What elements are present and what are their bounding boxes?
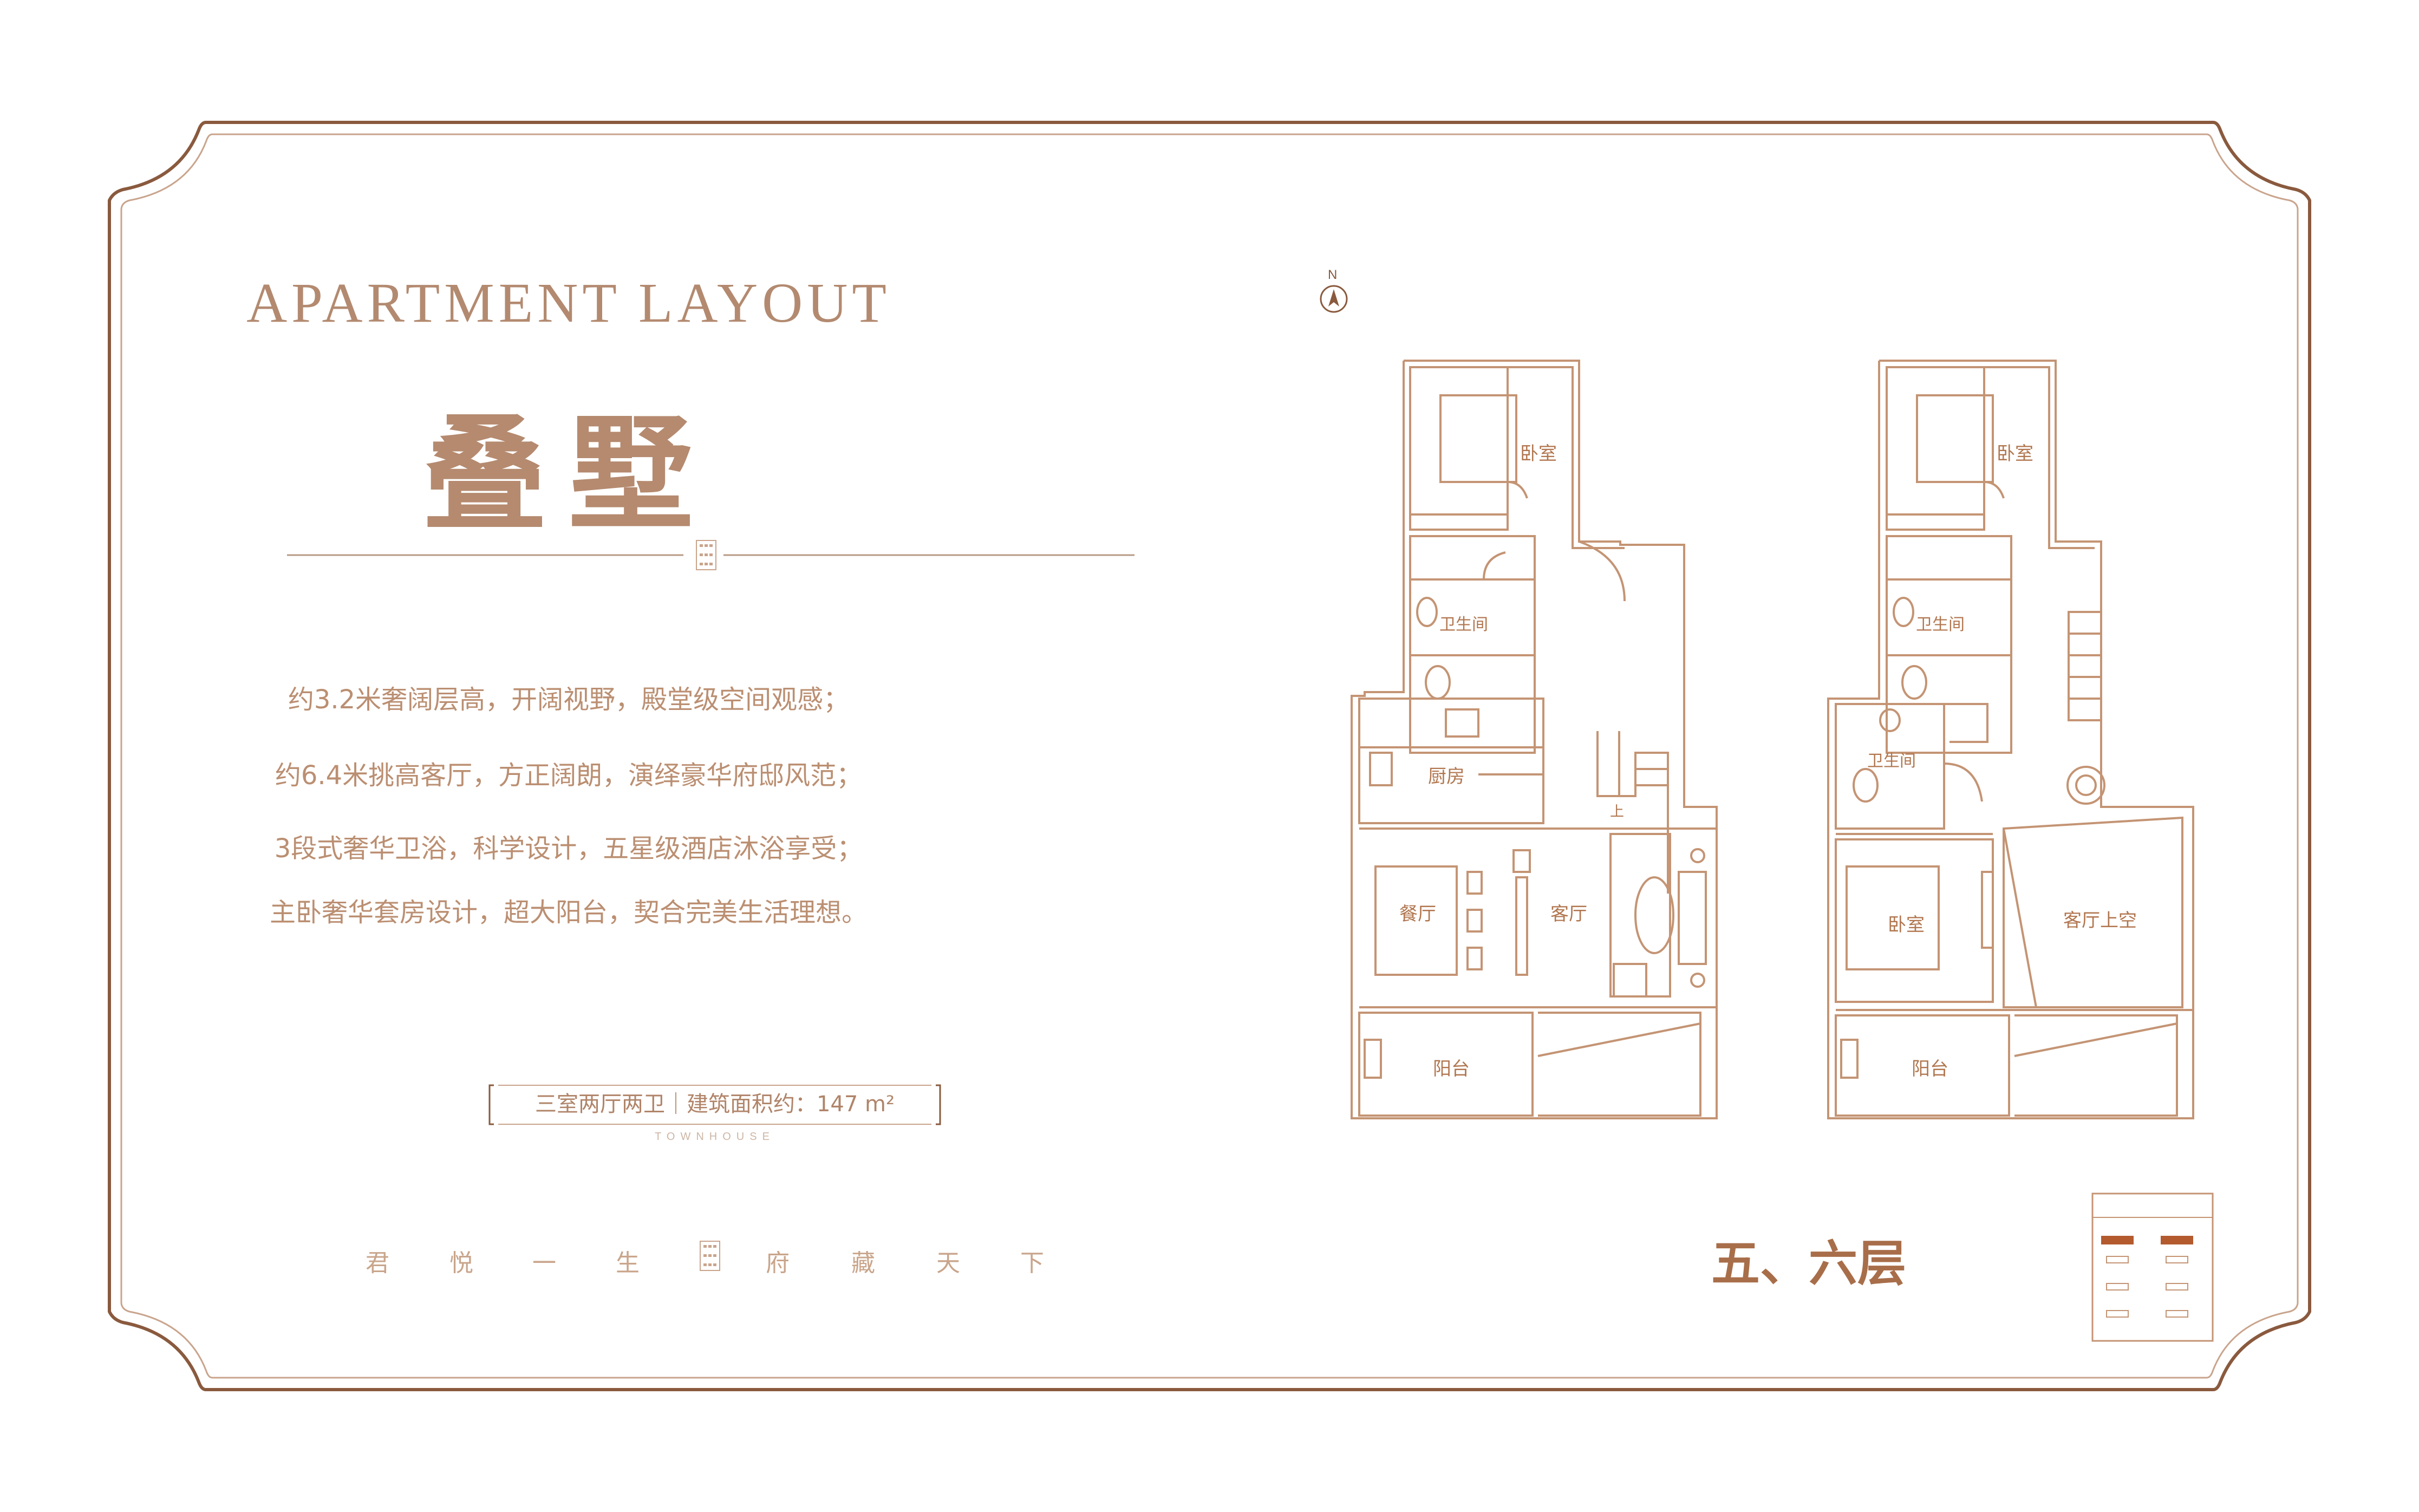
room-label-bathroom-top: 卫生间 xyxy=(1916,615,1965,634)
feature-line-1: 约3.2米奢阔层高，开阔视野，殿堂级空间观感； xyxy=(288,685,850,715)
floor-plan-upper xyxy=(1827,360,2194,1119)
room-label-bathroom-mid: 卫生间 xyxy=(1867,752,1916,771)
room-label-bedroom-top: 卧室 xyxy=(1997,443,2033,465)
logo-stamp-icon xyxy=(696,540,716,570)
slogan-char: 一 xyxy=(532,1249,556,1277)
feature-line-4: 主卧奢华套房设计，超大阳台，契合完美生活理想。 xyxy=(269,897,868,928)
room-label-dining: 餐厅 xyxy=(1399,903,1436,925)
summary-frame xyxy=(488,1084,941,1125)
room-label-bedroom-mid: 卧室 xyxy=(1888,914,1925,936)
title-chinese: 叠墅 xyxy=(422,401,715,548)
slogan-char: 悦 xyxy=(449,1249,473,1277)
floor-label: 五、六层 xyxy=(1711,1235,1906,1292)
floor-plan-lower xyxy=(1351,360,1718,1119)
room-label-living: 客厅 xyxy=(1550,903,1587,925)
slogan-char: 天 xyxy=(936,1249,960,1277)
area-summary: 三室两厅两卫｜建筑面积约：147 m² xyxy=(534,1092,895,1117)
room-label-living-void: 客厅上空 xyxy=(2063,910,2137,931)
slogan-char: 藏 xyxy=(851,1249,875,1277)
feature-line-3: 3段式奢华卫浴，科学设计，五星级酒店沐浴享受； xyxy=(274,833,863,864)
room-label-kitchen: 厨房 xyxy=(1428,766,1465,787)
slogan-char: 君 xyxy=(366,1249,389,1277)
north-compass-icon xyxy=(1320,285,1348,313)
title-english: APARTMENT LAYOUT xyxy=(246,272,891,334)
room-label-bathroom: 卫生间 xyxy=(1439,615,1488,634)
slogan-char: 下 xyxy=(1020,1249,1044,1277)
room-label-balcony: 阳台 xyxy=(1433,1058,1470,1080)
compass-letter: N xyxy=(1328,268,1338,282)
townhouse-label: TOWNHOUSE xyxy=(655,1131,775,1143)
stairs-up-label: 上 xyxy=(1610,804,1625,820)
slogan-char: 生 xyxy=(616,1249,640,1277)
room-label-balcony-upper: 阳台 xyxy=(1912,1058,1948,1080)
slogan-char: 府 xyxy=(766,1249,790,1277)
site-key-plan-icon xyxy=(2091,1192,2214,1342)
feature-line-2: 约6.4米挑高客厅，方正阔朗，演绎豪华府邸风范； xyxy=(275,760,863,791)
logo-stamp-icon xyxy=(700,1241,720,1271)
room-label-bedroom: 卧室 xyxy=(1520,443,1557,465)
